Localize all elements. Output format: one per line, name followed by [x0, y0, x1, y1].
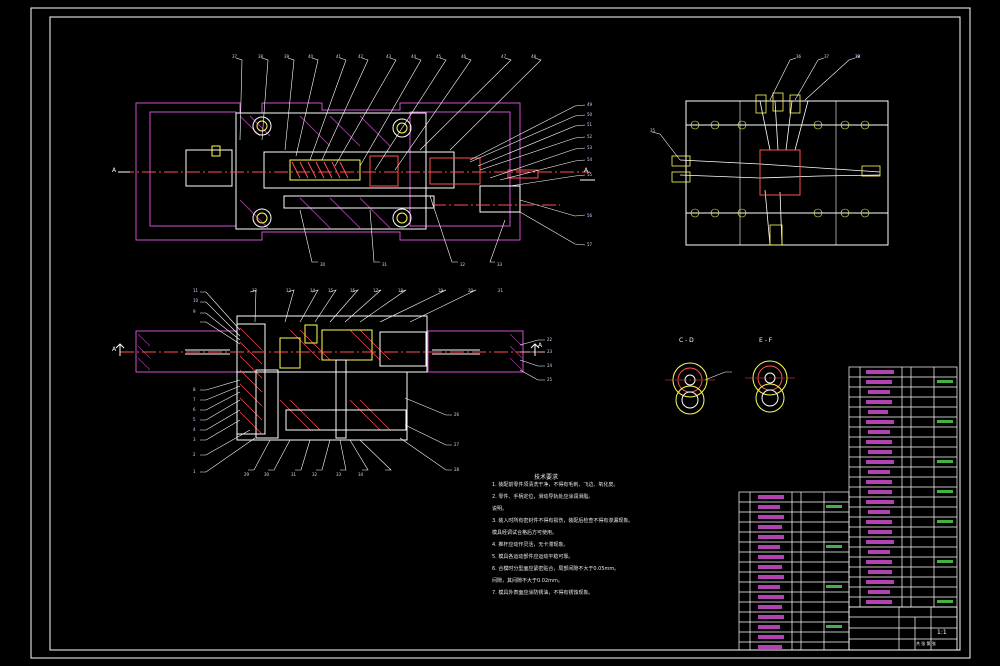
part-number-label: 18 — [398, 288, 404, 293]
part-number-label: 4 — [193, 427, 196, 432]
part-number-label: 37 — [232, 54, 238, 59]
part-number-label: 15 — [328, 288, 334, 293]
part-number-label: 38 — [855, 54, 861, 59]
technical-note-item: 4. 推杆应动作灵活，无卡滞现象。 — [492, 542, 569, 548]
part-number-label: 23 — [547, 349, 553, 354]
parts-list-right — [848, 366, 958, 651]
part-number-label: 55 — [587, 172, 593, 177]
technical-note-item: 2. 零件、手柄定位，滑动导轨处应涂润滑脂。 — [492, 494, 594, 500]
section-label-cd: C - D — [679, 337, 694, 344]
part-number-label: 10 — [193, 298, 199, 303]
part-number-label: 14 — [310, 288, 316, 293]
section-label-ef: E - F — [759, 337, 773, 344]
top-main-view — [118, 57, 595, 263]
part-number-label: 21 — [498, 288, 504, 293]
part-number-label: 9 — [193, 309, 196, 314]
technical-notes-title: 技术要求 — [534, 474, 559, 481]
part-number-label: 52 — [587, 134, 593, 139]
part-number-label: 48 — [531, 54, 537, 59]
part-number-label: 25 — [547, 377, 553, 382]
section-label-a-right-bottom: A — [538, 342, 543, 349]
part-number-label: 32 — [312, 472, 318, 477]
part-number-label: 31 — [382, 262, 388, 267]
part-number-label: 45 — [436, 54, 442, 59]
part-number-label: 53 — [587, 145, 593, 150]
side-view — [651, 57, 889, 246]
part-number-label: 43 — [386, 54, 392, 59]
section-label-a-left-bottom: A — [112, 346, 117, 353]
part-number-label: 1 — [193, 469, 196, 474]
part-number-label: 8 — [193, 387, 196, 392]
technical-notes-list: 1. 装配前零件须清洗干净，不得有毛刺、飞边、氧化皮。 2. 零件、手柄定位，滑动… — [492, 479, 722, 599]
part-number-label: 49 — [587, 102, 593, 107]
part-number-label: 30 — [320, 262, 326, 267]
outer-border — [30, 7, 971, 659]
title-block-scale: 1:1 — [937, 629, 947, 636]
part-number-label: 26 — [454, 412, 460, 417]
part-number-label: 57 — [587, 242, 593, 247]
part-number-label: 22 — [547, 337, 553, 342]
technical-note-item: 6. 合模时分型面应紧密贴合，局部间隙不大于0.05mm。 — [492, 566, 620, 572]
section-label-a-left-top: A — [112, 167, 117, 174]
inner-border — [49, 16, 961, 651]
part-number-label: 39 — [855, 54, 861, 59]
part-number-label: 28 — [454, 467, 460, 472]
part-number-label: 51 — [587, 122, 593, 127]
parts-list-left — [738, 491, 850, 651]
bottom-view — [115, 289, 545, 473]
technical-notes: 技术要求 1. 装配前零件须清洗干净，不得有毛刺、飞边、氧化皮。 2. 零件、手柄… — [492, 474, 722, 599]
part-number-label: 11 — [193, 288, 199, 293]
part-number-label: 33 — [336, 472, 342, 477]
title-block-sheet: 共 张 第 张 — [916, 641, 936, 646]
part-number-label: 19 — [438, 288, 444, 293]
technical-note-item: 间隙，其间隙不大于0.02mm。 — [492, 578, 563, 584]
part-number-label: 47 — [501, 54, 507, 59]
part-number-label: 35 — [650, 128, 656, 133]
part-number-label: 31 — [291, 472, 297, 477]
technical-note-item: 7. 模具外表面应涂防锈油，不得有锈蚀现象。 — [492, 590, 594, 596]
part-number-label: 7 — [193, 397, 196, 402]
technical-note-item: 说明。 — [492, 506, 508, 512]
part-number-label: 16 — [350, 288, 356, 293]
part-number-label: 44 — [411, 54, 417, 59]
part-number-label: 41 — [336, 54, 342, 59]
part-number-label: 34 — [358, 472, 364, 477]
part-number-label: 36 — [796, 54, 802, 59]
part-number-label: 38 — [258, 54, 264, 59]
section-label-a-right-top: A — [584, 167, 589, 174]
part-number-label: 42 — [358, 54, 364, 59]
part-number-label: 27 — [454, 442, 460, 447]
part-number-label: 17 — [373, 288, 379, 293]
section-views — [665, 360, 795, 415]
part-number-label: 33 — [497, 262, 503, 267]
part-number-label: 30 — [264, 472, 270, 477]
part-number-label: 3 — [193, 437, 196, 442]
part-number-label: 5 — [193, 417, 196, 422]
part-number-label: 37 — [824, 54, 830, 59]
part-number-label: 2 — [193, 452, 196, 457]
part-number-label: 54 — [587, 157, 593, 162]
part-number-label: 32 — [460, 262, 466, 267]
part-number-label: 40 — [308, 54, 314, 59]
part-number-label: 13 — [286, 288, 292, 293]
parts-list-cell-fills — [758, 370, 953, 649]
technical-note-item: 5. 模具各运动部件应运动平稳可靠。 — [492, 554, 574, 560]
part-number-label: 50 — [587, 112, 593, 117]
part-number-label: 12 — [252, 288, 258, 293]
part-number-label: 46 — [461, 54, 467, 59]
part-number-label: 29 — [244, 472, 250, 477]
technical-note-item: 1. 装配前零件须清洗干净，不得有毛刺、飞边、氧化皮。 — [492, 482, 619, 488]
part-number-label: 24 — [547, 363, 553, 368]
technical-note-item: 模具经调试合格后方可使用。 — [492, 530, 558, 536]
title-block — [848, 606, 958, 651]
part-number-label: 39 — [284, 54, 290, 59]
part-number-label: 56 — [587, 213, 593, 218]
technical-note-item: 3. 装入时所有密封件不得有损伤，装配后检查不得有渗漏现象。 — [492, 518, 634, 524]
part-number-label: 20 — [468, 288, 474, 293]
part-number-label: 6 — [193, 407, 196, 412]
